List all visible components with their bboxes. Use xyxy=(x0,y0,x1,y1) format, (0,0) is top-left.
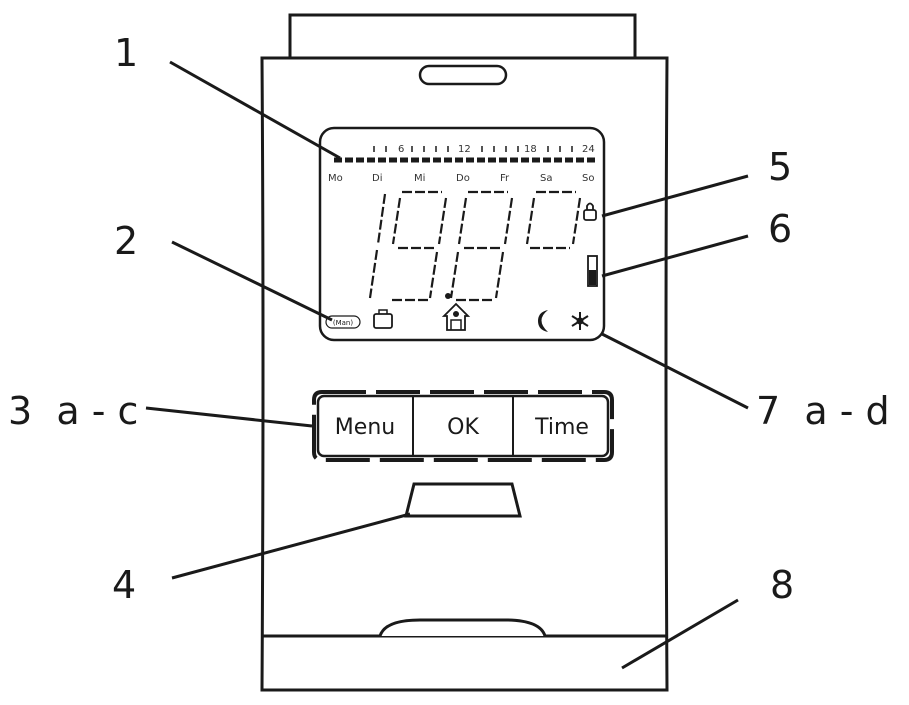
battery-icon xyxy=(587,255,598,287)
lock-icon xyxy=(583,202,597,221)
callout-1: 1 xyxy=(114,31,138,75)
hour-scale: 6 12 18 24 xyxy=(334,144,596,163)
weekday-di: Di xyxy=(372,173,382,184)
callout-5: 5 xyxy=(768,145,792,189)
temperature-digits xyxy=(368,190,582,302)
mode-badge: (Man) xyxy=(325,315,361,329)
mode-badge-text: (Man) xyxy=(333,319,353,327)
weekday-so: So xyxy=(582,173,594,184)
weekday-fr: Fr xyxy=(500,173,510,184)
callout-2: 2 xyxy=(114,219,138,263)
moon-icon xyxy=(538,310,548,332)
hour-label-6: 6 xyxy=(398,144,404,155)
home-icon xyxy=(441,302,471,331)
snowflake-icon xyxy=(571,312,589,330)
weekday-sa: Sa xyxy=(540,173,552,184)
weekday-mo: Mo xyxy=(328,173,343,184)
ok-button-label: OK xyxy=(447,415,479,440)
decimal-point xyxy=(445,293,451,299)
adjustment-wheel[interactable] xyxy=(404,482,522,518)
base-plate xyxy=(262,618,667,638)
time-button-label: Time xyxy=(534,415,589,440)
button-panel: Menu OK Time xyxy=(312,390,614,462)
callout-4: 4 xyxy=(112,563,136,607)
weekday-row: Mo Di Mi Do Fr Sa So xyxy=(328,173,594,184)
callout-8: 8 xyxy=(770,563,794,607)
callout-3: 3 a - c xyxy=(8,389,138,433)
callout-6: 6 xyxy=(768,207,792,251)
time-button[interactable]: Time xyxy=(513,396,608,456)
callout-7: 7 a - d xyxy=(756,389,890,433)
weekday-do: Do xyxy=(456,173,470,184)
suitcase-icon xyxy=(373,309,393,329)
lcd-display: 6 12 18 24 Mo Di Mi Do Fr Sa So xyxy=(318,126,606,342)
menu-button[interactable]: Menu xyxy=(318,396,413,456)
callout-labels: 1 2 3 a - c 4 5 6 7 a - d 8 xyxy=(8,31,890,607)
ok-button[interactable]: OK xyxy=(413,396,513,456)
digit-1 xyxy=(368,193,387,299)
weekday-mi: Mi xyxy=(414,173,425,184)
menu-button-label: Menu xyxy=(335,415,395,440)
hour-label-18: 18 xyxy=(524,144,537,155)
digit-9 xyxy=(391,190,448,302)
digit-blank xyxy=(525,190,582,250)
digit-8 xyxy=(449,190,514,302)
leader-lines xyxy=(145,60,749,670)
top-cap xyxy=(288,13,637,60)
hour-label-12: 12 xyxy=(458,144,471,155)
hour-label-24: 24 xyxy=(582,144,595,155)
